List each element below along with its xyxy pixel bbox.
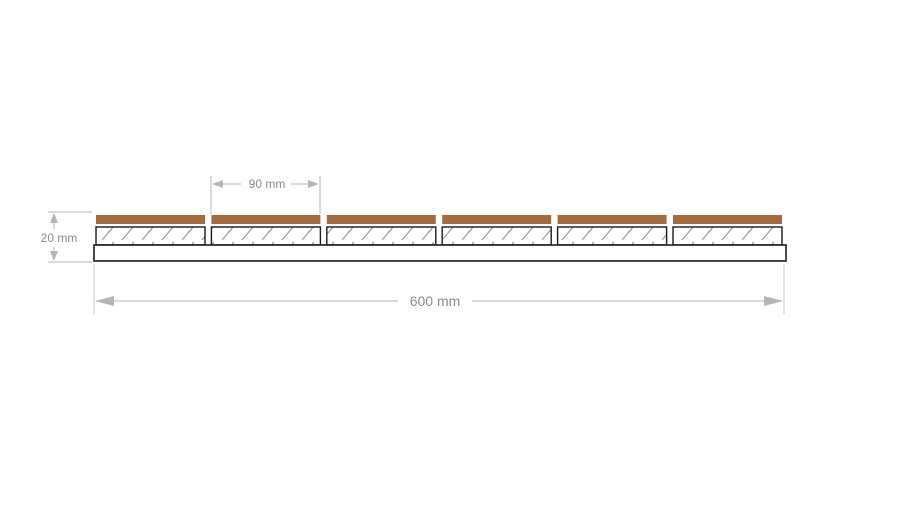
slat <box>556 215 668 246</box>
slat-veneer <box>442 215 552 224</box>
slat-core <box>95 226 206 246</box>
total-width-dimension: 600 mm <box>93 264 785 314</box>
slat-veneer <box>326 215 436 224</box>
slat-veneer <box>557 215 667 224</box>
slats-group <box>95 215 783 246</box>
slat-veneer <box>673 215 782 224</box>
base-board <box>93 244 787 262</box>
slat <box>326 215 437 246</box>
slat-width-dimension: 90 mm <box>210 176 321 214</box>
slat-core <box>326 226 437 246</box>
slat-core <box>672 226 783 246</box>
height-arrow-bottom <box>50 251 58 261</box>
height-label: 20 mm <box>41 231 78 245</box>
slat-veneer <box>211 215 321 224</box>
slat <box>672 215 783 246</box>
slat-core <box>210 226 322 246</box>
height-arrow-top <box>50 213 58 223</box>
slat-core <box>441 226 552 246</box>
slat-core <box>556 226 668 246</box>
total-width-arrow-right <box>764 296 783 306</box>
slat-width-label: 90 mm <box>249 177 286 191</box>
slat-veneer <box>96 215 205 224</box>
total-width-arrow-left <box>95 296 114 306</box>
slat <box>95 215 206 246</box>
slat-width-arrow-right <box>308 180 319 188</box>
slat-width-arrow-left <box>212 180 223 188</box>
slat <box>210 215 322 246</box>
height-dimension: 20 mm <box>41 211 92 263</box>
total-width-label: 600 mm <box>410 293 461 309</box>
slat <box>441 215 552 246</box>
